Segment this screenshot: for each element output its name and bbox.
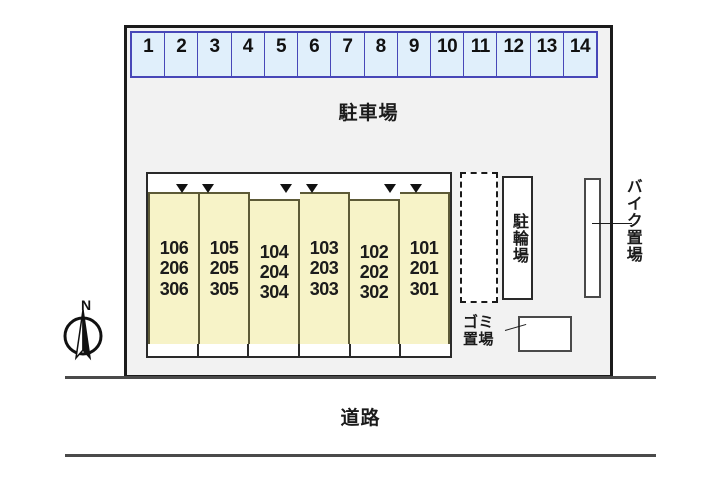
room-number-floor1: 101 bbox=[409, 238, 439, 259]
balcony-strip bbox=[401, 344, 451, 356]
parking-stall-number: 11 bbox=[470, 36, 491, 57]
parking-stall-number: 5 bbox=[275, 36, 287, 57]
parking-stall-number: 4 bbox=[242, 36, 254, 57]
parking-stall-number: 13 bbox=[536, 36, 558, 57]
balcony-strip-row bbox=[148, 344, 451, 356]
parking-stall-number: 9 bbox=[408, 36, 420, 57]
room-number-floor3: 304 bbox=[259, 282, 289, 303]
room-number-floor3: 306 bbox=[159, 278, 189, 299]
apartment-unit-row: 106 206 306 105 205 305 104 204 304 103 … bbox=[148, 192, 450, 344]
room-number-floor3: 305 bbox=[209, 278, 239, 299]
entrance-arrow-icon bbox=[176, 184, 188, 193]
bicycle-parking-label: 駐輪場 bbox=[509, 212, 527, 264]
garbage-label-line2: 置場 bbox=[463, 330, 495, 348]
unit-column-105[interactable]: 105 205 305 bbox=[200, 192, 250, 344]
parking-stall-number: 2 bbox=[176, 36, 187, 57]
bicycle-parking-box[interactable]: 駐輪場 bbox=[502, 176, 533, 300]
entrance-arrow-icon bbox=[306, 184, 318, 193]
unit-column-101[interactable]: 101 201 301 bbox=[400, 192, 450, 344]
parking-stall-number: 8 bbox=[375, 36, 387, 57]
motorcycle-parking-label: バイク置場 bbox=[623, 178, 641, 263]
parking-stall[interactable]: 6 bbox=[298, 33, 332, 76]
room-number-floor2: 204 bbox=[259, 261, 289, 282]
balcony-strip bbox=[300, 344, 351, 356]
parking-stall[interactable]: 9 bbox=[398, 33, 431, 76]
balcony-strip bbox=[350, 344, 402, 356]
parking-area-label: 駐車場 bbox=[338, 103, 399, 124]
parking-stall[interactable]: 12 bbox=[497, 33, 531, 76]
room-number-floor2: 201 bbox=[409, 258, 439, 279]
balcony-strip bbox=[148, 344, 199, 356]
parking-stall[interactable]: 13 bbox=[531, 33, 564, 76]
balcony-strip bbox=[198, 344, 250, 356]
garbage-area-label: ゴミ 置場 bbox=[463, 314, 495, 349]
entrance-arrow-icon bbox=[410, 184, 422, 193]
parking-stall-row: 1 2 3 4 5 6 7 8 9 10 11 12 13 14 bbox=[130, 31, 598, 78]
parking-stall-number: 12 bbox=[503, 36, 524, 57]
parking-stall[interactable]: 1 bbox=[132, 33, 166, 76]
road-edge-top bbox=[65, 376, 656, 379]
compass-icon bbox=[63, 309, 103, 361]
parking-stall-number: 7 bbox=[342, 36, 353, 57]
unit-column-102[interactable]: 102 202 302 bbox=[350, 199, 400, 344]
room-number-floor3: 303 bbox=[309, 278, 339, 299]
parking-stall-number: 6 bbox=[309, 36, 320, 57]
room-number-floor2: 202 bbox=[359, 261, 389, 282]
room-number-floor2: 206 bbox=[159, 258, 189, 279]
parking-stall[interactable]: 11 bbox=[464, 33, 498, 76]
unit-column-106[interactable]: 106 206 306 bbox=[148, 192, 200, 344]
compass-rose: N bbox=[62, 297, 110, 362]
garbage-area-box[interactable] bbox=[518, 316, 572, 352]
parking-stall[interactable]: 2 bbox=[165, 33, 199, 76]
motorcycle-leader-line bbox=[592, 223, 632, 224]
room-number-floor2: 205 bbox=[209, 258, 239, 279]
unit-column-104[interactable]: 104 204 304 bbox=[250, 199, 300, 344]
parking-stall-number: 3 bbox=[209, 36, 221, 57]
room-number-floor1: 105 bbox=[209, 238, 239, 259]
road-edge-bottom bbox=[65, 454, 656, 457]
entrance-arrow-icon bbox=[202, 184, 214, 193]
room-number-floor2: 203 bbox=[309, 258, 339, 279]
parking-stall-number: 1 bbox=[143, 36, 154, 57]
parking-stall-number: 10 bbox=[437, 36, 458, 57]
parking-stall[interactable]: 14 bbox=[564, 33, 596, 76]
entrance-arrow-icon bbox=[280, 184, 292, 193]
room-number-floor3: 301 bbox=[409, 278, 439, 299]
room-number-floor1: 106 bbox=[159, 238, 189, 259]
room-number-floor3: 302 bbox=[359, 282, 389, 303]
unit-column-103[interactable]: 103 203 303 bbox=[300, 192, 350, 344]
room-number-floor1: 102 bbox=[359, 241, 389, 262]
parking-stall[interactable]: 8 bbox=[365, 33, 398, 76]
compass-north-label: N bbox=[81, 297, 92, 313]
parking-stall-number: 14 bbox=[569, 36, 591, 57]
parking-stall[interactable]: 10 bbox=[431, 33, 465, 76]
parking-stall[interactable]: 5 bbox=[265, 33, 299, 76]
balcony-strip bbox=[249, 344, 301, 356]
garbage-label-line1: ゴミ bbox=[463, 314, 495, 331]
parking-stall[interactable]: 3 bbox=[198, 33, 232, 76]
road-label: 道路 bbox=[340, 408, 381, 429]
bicycle-parking-zone bbox=[460, 172, 498, 303]
room-number-floor1: 104 bbox=[259, 241, 289, 262]
entrance-arrow-icon bbox=[384, 184, 396, 193]
room-number-floor1: 103 bbox=[309, 238, 339, 259]
motorcycle-parking-box[interactable] bbox=[584, 178, 601, 298]
parking-stall[interactable]: 7 bbox=[331, 33, 365, 76]
parking-stall[interactable]: 4 bbox=[232, 33, 265, 76]
